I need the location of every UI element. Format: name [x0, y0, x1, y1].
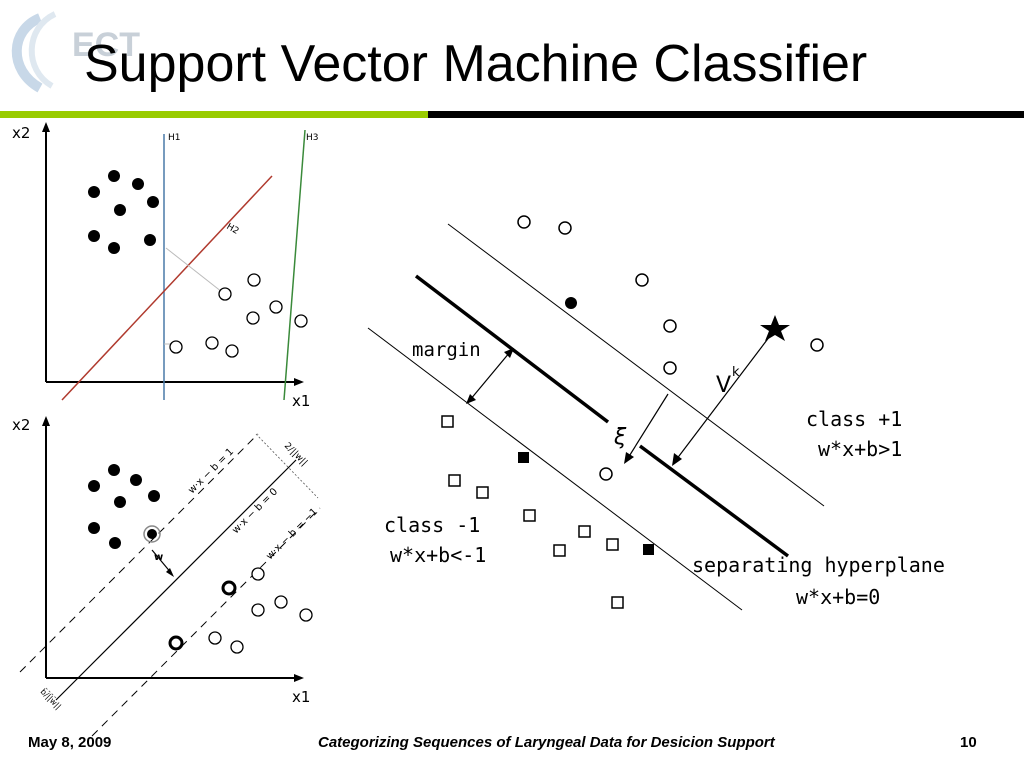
label-class-negative-rule: w*x+b<-1	[390, 543, 486, 567]
support-vectors-open	[168, 580, 237, 651]
axis-x-label: x1	[292, 392, 310, 410]
axis-x-label: x1	[292, 688, 310, 706]
support-vector-ring	[143, 525, 161, 543]
label-vk-superscript: k	[732, 365, 740, 380]
label-hyperplane: w·x − b = 0	[230, 486, 280, 536]
margin-width-marker	[255, 433, 319, 499]
label-class-negative: class -1	[384, 513, 480, 537]
hyperplane-line	[55, 459, 297, 701]
label-margin-width: 2/||w||	[282, 441, 309, 468]
axes	[42, 122, 304, 386]
label-xi: ξ	[613, 425, 627, 450]
axis-y-label: x2	[12, 124, 30, 142]
margin-line-positive	[447, 223, 825, 507]
label-h1: H1	[168, 133, 181, 143]
class-filled-points	[88, 170, 159, 254]
label-b: b/||w||	[39, 687, 63, 711]
label-vk: V	[716, 373, 731, 398]
label-class-positive-rule: w*x+b>1	[818, 437, 902, 461]
title-rule-black	[428, 111, 1024, 118]
xi-arrow	[627, 393, 669, 459]
figure-soft-margin: margin ξ V k class +1 w*x+b>1 class -1 w…	[367, 215, 945, 611]
label-hyperplane: separating hyperplane	[692, 553, 945, 577]
axes	[42, 416, 304, 682]
footer-title: Categorizing Sequences of Laryngeal Data…	[318, 734, 775, 751]
margin-arrow	[469, 351, 511, 401]
class-open-points	[169, 273, 308, 358]
slide-title: Support Vector Machine Classifier	[84, 35, 868, 93]
margin-line-lower	[91, 507, 321, 737]
label-h3: H3	[306, 133, 319, 143]
logo-text: ECT 20	[72, 26, 150, 64]
misclassified-point-filled	[565, 297, 577, 309]
label-class-positive: class +1	[806, 407, 902, 431]
margin-indicator-h2	[165, 247, 223, 293]
footer-page-number: 10	[960, 734, 977, 751]
label-upper-margin: w·x − b = 1	[186, 446, 236, 496]
axis-y-label: x2	[12, 416, 30, 434]
label-hyperplane-rule: w*x+b=0	[796, 585, 880, 609]
class-open-points	[208, 567, 313, 654]
class-negative-points	[441, 415, 624, 609]
margin-line-upper	[19, 433, 259, 673]
vk-arrow	[675, 335, 771, 461]
class-negative-filled-points	[518, 452, 654, 555]
footer-date: May 8, 2009	[28, 734, 112, 751]
label-w: w	[154, 552, 163, 563]
line-h3	[283, 129, 306, 401]
margin-line-negative	[367, 327, 743, 611]
class-filled-points	[88, 464, 160, 549]
label-margin: margin	[412, 339, 481, 361]
ect-logo: ECT 20	[11, 11, 150, 93]
support-vector-filled	[147, 529, 157, 539]
class-positive-points	[517, 215, 824, 481]
figure-hyperplanes: x2 x1 H1 H2 H3	[12, 122, 319, 410]
title-rule-green	[0, 111, 428, 118]
figure-max-margin: x2 x1 w·x − b = 1 w·x − b = 0 w·x − b = …	[12, 416, 321, 737]
star-point	[760, 315, 790, 341]
line-h2	[61, 175, 273, 401]
label-lower-margin: w·x − b = −1	[264, 506, 320, 562]
hyperplane-segment-lower	[638, 444, 790, 558]
